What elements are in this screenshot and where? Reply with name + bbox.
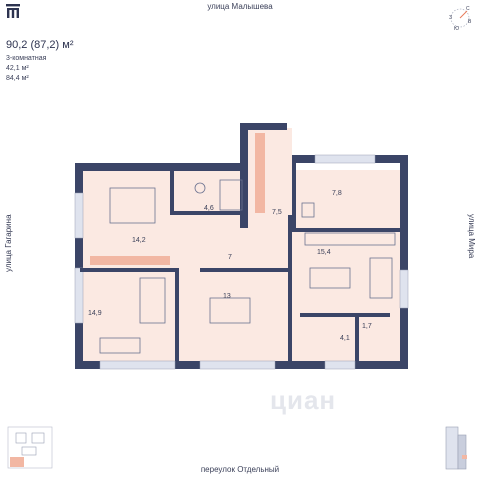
compass-east: В	[468, 19, 472, 25]
room-area-corridor: 7,5	[272, 209, 282, 216]
developer-logo	[6, 4, 20, 18]
bed-1	[109, 187, 156, 224]
bed-3	[209, 297, 251, 324]
room-area-bathroom-2: 7,8	[332, 190, 342, 197]
street-top: улица Малышева	[207, 2, 273, 11]
room-area-closet: 1,7	[362, 323, 372, 330]
inner-walls	[80, 163, 400, 361]
compass-west: З	[449, 15, 452, 21]
floor-fill	[80, 128, 400, 365]
room-area-bedroom-1: 14,2	[132, 237, 146, 244]
building-icon	[445, 426, 467, 470]
desk	[99, 337, 141, 354]
street-left: улица Гагарина	[4, 214, 13, 272]
room-area-hall: 7	[228, 254, 232, 261]
dining-table	[309, 267, 351, 289]
room-area-kitchen-living: 15,4	[317, 249, 331, 256]
total-area: 90,2 (87,2) м²	[6, 39, 74, 51]
compass-north: С	[466, 6, 470, 12]
compass-south: Ю	[454, 26, 459, 32]
bed-2	[139, 277, 166, 324]
windows	[74, 154, 409, 370]
compass-icon: С З В Ю	[449, 6, 472, 32]
toilet	[194, 182, 206, 194]
watermark: циан	[270, 385, 337, 415]
street-bottom: переулок Отдельный	[200, 465, 280, 474]
street-right: улица Мира	[467, 214, 476, 259]
bathtub	[219, 179, 243, 211]
floor-plan: 14,2 4,6 7,5 7,8 7 15,4 14,9 13 4,1 1,7	[74, 123, 409, 370]
washer	[301, 202, 315, 218]
room-area-storage: 4,1	[340, 335, 350, 342]
room-area-bedroom-2: 14,9	[88, 310, 102, 317]
living-area: 42,1 м²	[6, 65, 29, 72]
site-mini-map	[7, 426, 53, 469]
sofa	[369, 257, 393, 299]
kitchen-counter	[304, 232, 396, 246]
room-count: 3-комнатная	[6, 55, 47, 62]
room-area-bedroom-3: 13	[223, 293, 231, 300]
wardrobe-strips	[90, 133, 265, 265]
room-area-bathroom-1: 4,6	[204, 205, 214, 212]
secondary-area: 84,4 м²	[6, 75, 29, 82]
furniture	[99, 179, 396, 354]
